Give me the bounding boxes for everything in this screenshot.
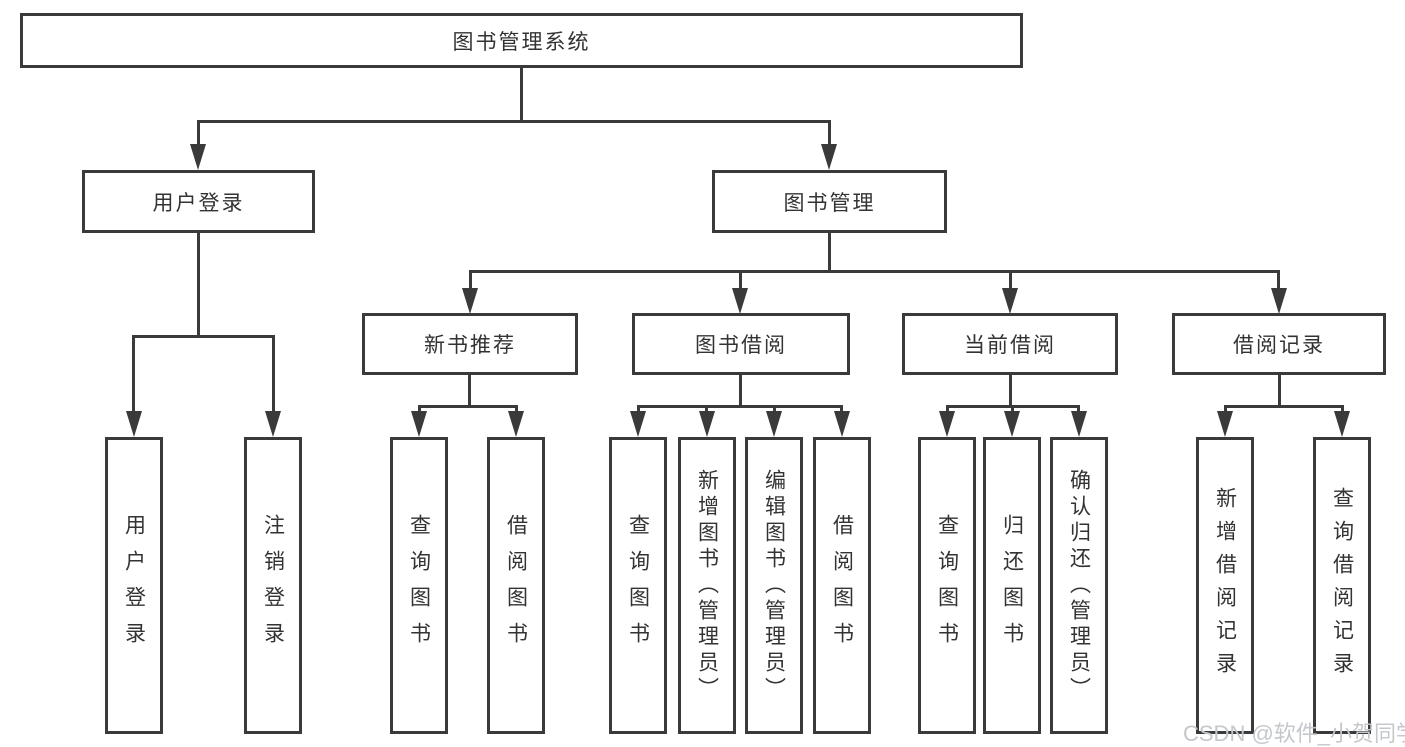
- leaf-label: 借阅图书: [504, 513, 528, 658]
- connector-line: [520, 68, 523, 123]
- connector-line: [1277, 270, 1280, 292]
- leaf-label: 查询图书: [407, 513, 431, 658]
- connector-arrow: [1071, 411, 1087, 437]
- connector-arrow: [630, 411, 646, 437]
- connector-line: [828, 120, 831, 147]
- connector-line: [739, 375, 742, 407]
- connector-arrow: [834, 411, 850, 437]
- node-book-borrowing: 图书借阅: [632, 313, 850, 375]
- leaf-label: 新增借阅记录: [1213, 486, 1237, 685]
- leaf-add-borrow-record: 新增借阅记录: [1196, 437, 1254, 734]
- connector-arrow: [508, 411, 524, 437]
- connector-line: [773, 405, 776, 414]
- leaf-borrow-book-recommend: 借阅图书: [487, 437, 545, 734]
- connector-line: [1077, 405, 1080, 414]
- connector-arrow: [265, 411, 281, 437]
- connector-line: [1341, 405, 1344, 414]
- connector-line: [197, 120, 831, 123]
- leaf-edit-book-admin: 编辑图书（管理员）: [745, 437, 803, 734]
- connector-arrow: [411, 411, 427, 437]
- connector-line: [272, 335, 275, 413]
- connector-line: [1278, 375, 1281, 407]
- connector-arrow: [126, 411, 142, 437]
- connector-arrow: [190, 144, 206, 170]
- leaf-add-book-admin: 新增图书（管理员）: [678, 437, 736, 734]
- node-borrowing-records: 借阅记录: [1172, 313, 1386, 375]
- connector-line: [197, 120, 200, 147]
- connector-line: [133, 335, 274, 338]
- connector-line: [946, 405, 949, 414]
- connector-line: [468, 375, 471, 407]
- node-new-book-recommend: 新书推荐: [362, 313, 578, 375]
- leaf-label: 查询图书: [935, 513, 959, 658]
- connector-arrow: [462, 288, 478, 314]
- leaf-borrow-book: 借阅图书: [813, 437, 871, 734]
- connector-line: [739, 270, 742, 292]
- connector-line: [418, 405, 518, 408]
- leaf-label: 新增图书（管理员）: [695, 468, 719, 703]
- leaf-search-book-current: 查询图书: [918, 437, 976, 734]
- leaf-label: 查询图书: [626, 513, 650, 658]
- connector-line: [1009, 375, 1012, 407]
- connector-line: [1224, 405, 1343, 408]
- leaf-label: 注销登录: [261, 513, 285, 658]
- connector-line: [705, 405, 708, 414]
- leaf-label: 查询借阅记录: [1330, 486, 1354, 685]
- connector-line: [469, 270, 1280, 273]
- connector-arrow: [939, 411, 955, 437]
- connector-line: [828, 233, 831, 273]
- connector-line: [469, 270, 472, 292]
- connector-line: [1224, 405, 1227, 414]
- connector-arrow: [1334, 411, 1350, 437]
- leaf-label: 确认归还（管理员）: [1067, 468, 1091, 703]
- watermark: CSDN @软件_小贺同学: [1183, 721, 1405, 746]
- leaf-search-book-recommend: 查询图书: [390, 437, 448, 734]
- leaf-label: 用户登录: [122, 513, 146, 658]
- leaf-user-login: 用户登录: [105, 437, 163, 734]
- connector-arrow: [732, 288, 748, 314]
- leaf-search-borrow-record: 查询借阅记录: [1313, 437, 1371, 734]
- connector-arrow: [699, 411, 715, 437]
- connector-arrow: [1004, 411, 1020, 437]
- leaf-label: 编辑图书（管理员）: [762, 468, 786, 703]
- leaf-label: 归还图书: [1000, 513, 1024, 658]
- node-current-borrowing: 当前借阅: [902, 313, 1118, 375]
- connector-line: [418, 405, 421, 414]
- leaf-logout: 注销登录: [244, 437, 302, 734]
- connector-line: [840, 405, 843, 414]
- connector-line: [637, 405, 843, 408]
- connector-line: [515, 405, 518, 414]
- node-library-system: 图书管理系统: [20, 13, 1023, 68]
- connector-line: [1009, 270, 1012, 292]
- leaf-confirm-return-admin: 确认归还（管理员）: [1050, 437, 1108, 734]
- leaf-label: 借阅图书: [830, 513, 854, 658]
- connector-line: [197, 233, 200, 338]
- node-user-login: 用户登录: [82, 170, 315, 233]
- connector-line: [1011, 405, 1014, 414]
- leaf-return-book: 归还图书: [983, 437, 1041, 734]
- connector-arrow: [821, 144, 837, 170]
- leaf-search-book-borrowing: 查询图书: [609, 437, 667, 734]
- connector-arrow: [1271, 288, 1287, 314]
- node-book-management: 图书管理: [712, 170, 947, 233]
- connector-arrow: [1002, 288, 1018, 314]
- connector-arrow: [1217, 411, 1233, 437]
- connector-line: [132, 335, 135, 413]
- connector-line: [637, 405, 640, 414]
- connector-arrow: [766, 411, 782, 437]
